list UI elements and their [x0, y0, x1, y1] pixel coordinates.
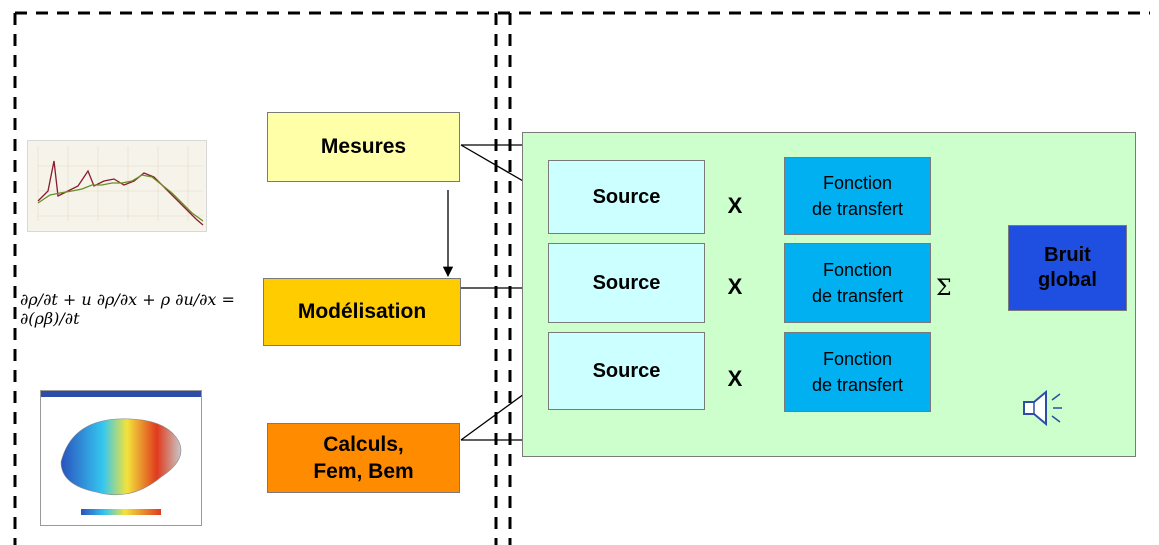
- multiply-sign-1: X: [727, 193, 743, 218]
- transfer-label-1a: Fonction: [822, 172, 893, 193]
- sum-symbol: Σ: [936, 276, 952, 301]
- modelisation-box: Modélisation: [263, 278, 461, 346]
- fem-mesh-screenshot-icon: [40, 390, 202, 526]
- transfer-label-2b: de transfert: [811, 286, 904, 306]
- transfer-label-3a: Fonction: [822, 348, 893, 369]
- multiply-sign-2: X: [727, 274, 743, 299]
- source-label-1: Source: [592, 185, 661, 208]
- fem-mesh-svg: [60, 418, 182, 515]
- bruit-global-box: Bruit global: [1008, 225, 1127, 311]
- calculs-box: Calculs, Fem, Bem: [267, 423, 460, 493]
- calculs-label-line2: Fem, Bem: [313, 460, 414, 483]
- continuity-equation: ∂ρ/∂t + u ∂ρ/∂x + ρ ∂u/∂x = ∂(ρβ)/∂t: [20, 290, 235, 328]
- transfer-label-2a: Fonction: [822, 259, 893, 280]
- transfer-box-1: Fonction de transfert: [784, 157, 931, 235]
- source-box-3: Source: [548, 332, 705, 410]
- multiply-sign-3: X: [727, 366, 743, 391]
- mesures-label: Mesures: [320, 135, 407, 158]
- source-box-2: Source: [548, 243, 705, 323]
- mesures-box: Mesures: [267, 112, 460, 182]
- bruit-label-line2: global: [1038, 269, 1097, 291]
- transfer-box-2: Fonction de transfert: [784, 243, 931, 323]
- transfer-label-3b: de transfert: [811, 375, 904, 395]
- transfer-label-1b: de transfert: [811, 199, 904, 219]
- speaker-icon: [1020, 388, 1080, 428]
- calculs-label-line1: Calculs,: [323, 432, 404, 456]
- source-box-1: Source: [548, 160, 705, 234]
- fem-window-titlebar: [41, 391, 201, 397]
- bruit-label-line1: Bruit: [1044, 244, 1091, 266]
- speaker-svg: [1023, 389, 1062, 427]
- spectrum-graph-icon: [27, 140, 207, 232]
- modelisation-label: Modélisation: [297, 300, 427, 323]
- transfer-box-3: Fonction de transfert: [784, 332, 931, 412]
- source-label-2: Source: [592, 271, 661, 294]
- source-label-3: Source: [592, 359, 661, 382]
- spectrum-graph-svg: [37, 146, 204, 226]
